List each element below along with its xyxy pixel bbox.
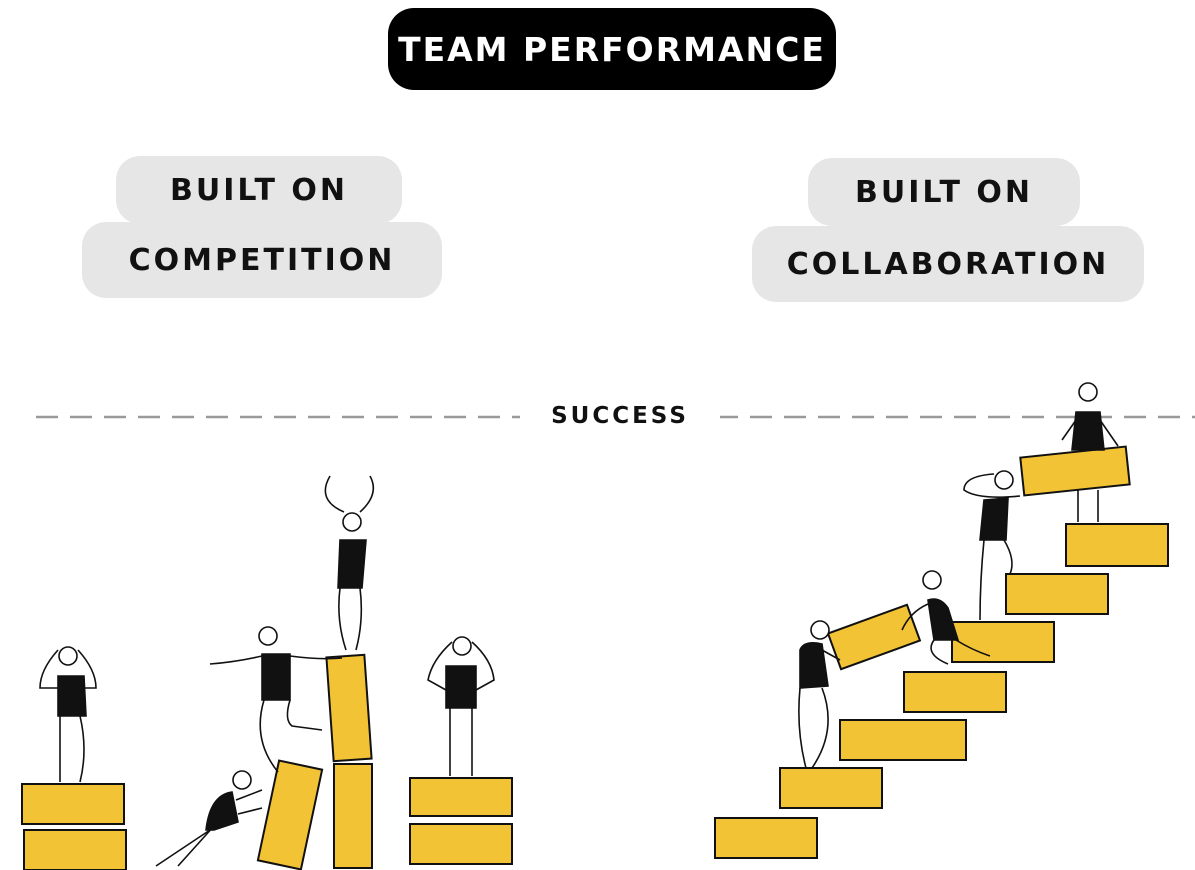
success-text: SUCCESS [551,403,689,429]
right-label-line2-pill: COLLABORATION [752,226,1144,302]
block [23,829,127,870]
stair-step [779,767,883,809]
right-label-line2: COLLABORATION [786,246,1110,282]
stick-figure-icon [155,770,263,867]
block [21,783,125,825]
stick-figure-icon [39,646,97,783]
stick-figure-icon [324,475,375,651]
collaboration-scene [714,445,1169,859]
block [256,759,324,870]
block [333,763,373,869]
stick-figure-icon [963,470,1021,621]
block [325,653,373,763]
left-label-line2: COMPETITION [128,242,396,278]
carried-block [1019,445,1131,497]
block [409,823,513,865]
stair-step [903,671,1007,713]
stick-figure-icon [1061,382,1119,522]
title-text: TEAM PERFORMANCE [398,29,826,69]
left-label-line2-pill: COMPETITION [82,222,442,298]
right-label-line1: BUILT ON [854,174,1034,210]
stair-step [839,719,967,761]
success-label: SUCCESS [520,396,720,436]
block [409,777,513,817]
stick-figure-icon [209,626,343,773]
title-banner: TEAM PERFORMANCE [388,8,836,90]
stair-step [714,817,818,859]
carried-block [826,603,922,671]
stick-figure-icon [901,570,991,665]
right-label-line1-pill: BUILT ON [808,158,1080,226]
stair-step [1065,523,1169,567]
competition-scene [21,653,513,870]
stick-figure-icon [798,620,841,769]
stair-step [951,621,1055,663]
left-label-line1: BUILT ON [169,172,349,208]
stick-figure-icon [427,636,495,776]
stair-step [1005,573,1109,615]
left-label-line1-pill: BUILT ON [116,156,402,224]
